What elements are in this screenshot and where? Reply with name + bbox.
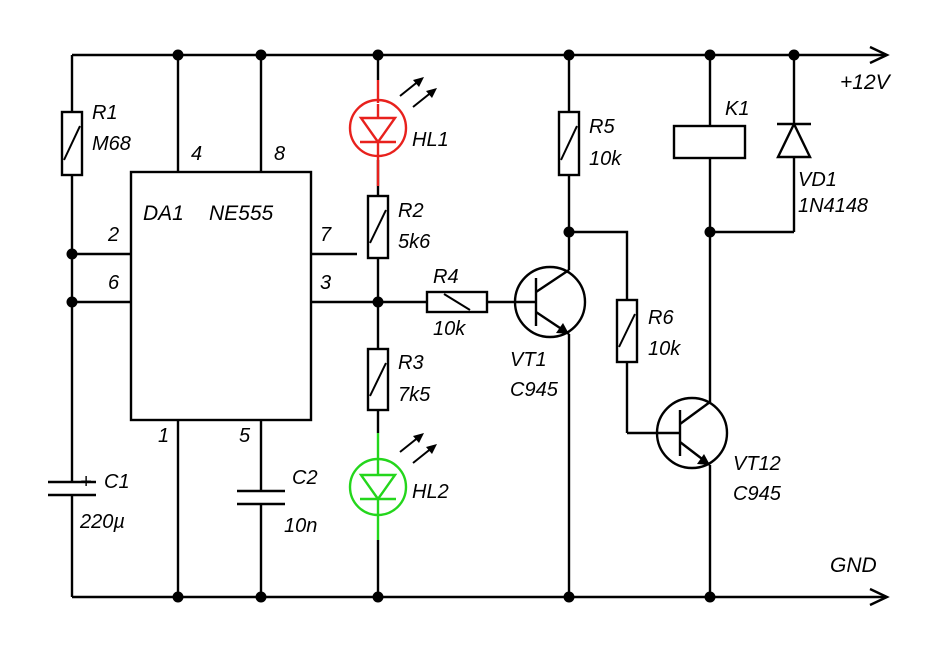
r3-ref: R3 xyxy=(398,352,424,374)
transistor-vt1 xyxy=(513,265,587,339)
r5-value: 10k xyxy=(589,148,622,170)
junction-dots xyxy=(66,49,800,603)
relay-k1-coil xyxy=(672,124,747,160)
ic-pin-3: 3 xyxy=(320,272,331,294)
vd1-value: 1N4148 xyxy=(798,195,868,217)
r3-value: 7k5 xyxy=(398,384,431,406)
r4-value: 10k xyxy=(433,318,466,340)
ic-pin-7: 7 xyxy=(320,224,332,246)
ic-pin-4: 4 xyxy=(191,143,202,165)
capacitor-c2 xyxy=(237,489,285,506)
resistor-r6 xyxy=(615,298,639,364)
c2-ref: C2 xyxy=(292,467,318,489)
transistor-vt12 xyxy=(655,396,729,470)
c2-value: 10n xyxy=(284,515,317,537)
capacitor-c1 xyxy=(48,480,96,497)
power-rail-label: +12V xyxy=(840,71,892,94)
ic-pin-5: 5 xyxy=(239,425,251,447)
power-rail xyxy=(72,45,890,65)
r1-ref: R1 xyxy=(92,102,118,124)
c1-polarity: + xyxy=(80,471,92,493)
hl1-light-arrows xyxy=(399,77,437,108)
k1-ref: K1 xyxy=(725,98,749,120)
ic-ref: DA1 xyxy=(143,202,184,225)
vt1-value: C945 xyxy=(510,379,559,401)
vt12-value: C945 xyxy=(733,483,782,505)
r6-ref: R6 xyxy=(648,307,674,329)
r6-value: 10k xyxy=(648,338,681,360)
vt12-ref: VT12 xyxy=(733,453,781,475)
led-hl2 xyxy=(348,433,408,540)
ic-pin-2: 2 xyxy=(107,224,119,246)
r4-ref: R4 xyxy=(433,266,459,288)
c1-ref: C1 xyxy=(104,471,130,493)
ic-da1-body xyxy=(129,170,313,422)
resistor-r2 xyxy=(366,194,390,260)
vt1-column-wire xyxy=(567,55,680,597)
ground-rail-label: GND xyxy=(830,554,877,577)
r1-value: M68 xyxy=(92,133,131,155)
resistor-r1 xyxy=(60,110,84,177)
ic-pin-wires xyxy=(176,55,427,597)
led-hl1 xyxy=(348,80,408,186)
diode-vd1 xyxy=(776,121,812,159)
ic-pin-1: 1 xyxy=(158,425,169,447)
vd1-ref: VD1 xyxy=(798,169,837,191)
relay-column-wire xyxy=(708,55,796,597)
ic-part: NE555 xyxy=(209,202,274,225)
ic-pin-8: 8 xyxy=(274,143,285,165)
resistor-r3 xyxy=(366,347,390,412)
hl1-ref: HL1 xyxy=(412,129,449,151)
hl2-ref: HL2 xyxy=(412,481,449,503)
ground-rail xyxy=(72,587,890,607)
resistor-r4 xyxy=(425,290,536,314)
vt1-ref: VT1 xyxy=(510,349,547,371)
c1-value: 220µ xyxy=(79,511,125,533)
resistor-r5 xyxy=(557,110,581,177)
r2-ref: R2 xyxy=(398,200,424,222)
hl2-light-arrows xyxy=(399,433,437,464)
r2-value: 5k6 xyxy=(398,231,431,253)
ic-pin-6: 6 xyxy=(108,272,120,294)
left-branch-wire xyxy=(70,55,131,597)
r5-ref: R5 xyxy=(589,116,615,138)
